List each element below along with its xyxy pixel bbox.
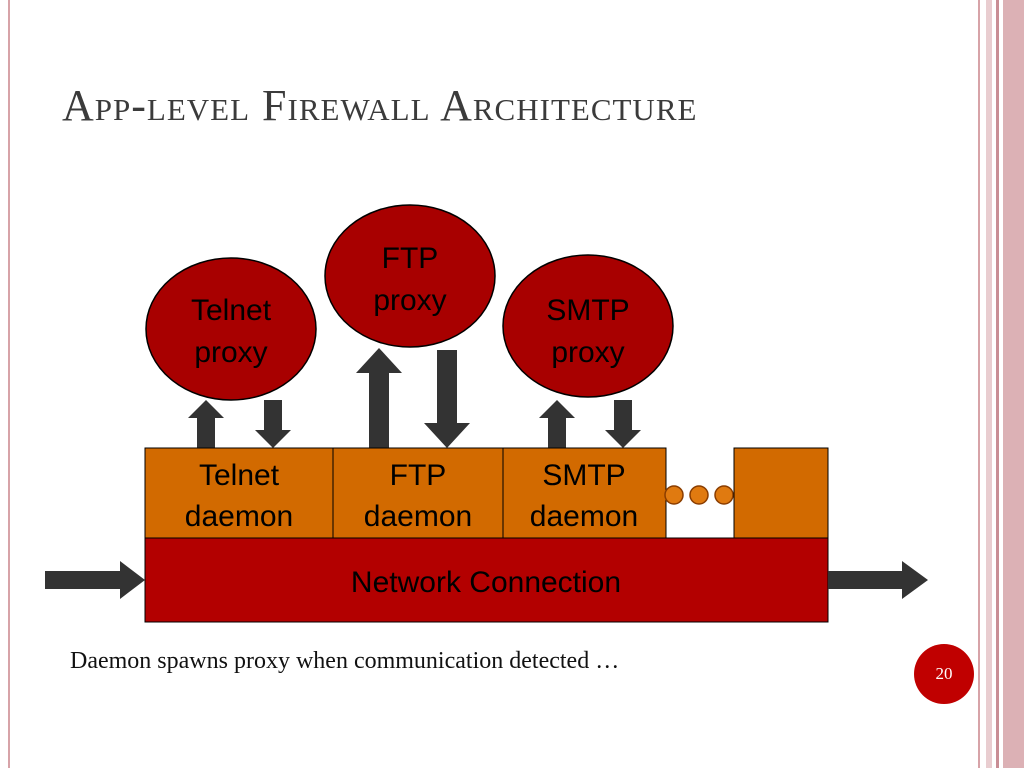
daemon-ftp: FTP daemon (332, 447, 504, 539)
proxy-telnet-label-line2: proxy (194, 336, 267, 369)
ellipsis-dot (689, 485, 709, 505)
smtp-up-arrow (539, 400, 575, 448)
network-input-arrow (45, 561, 145, 599)
telnet-up-arrow (188, 400, 224, 448)
left-decorative-rule (8, 0, 10, 768)
right-decorative-band-1 (978, 0, 980, 768)
proxy-smtp-label-line1: SMTP (546, 294, 629, 327)
proxy-telnet: Telnet proxy (145, 257, 317, 401)
daemon-telnet: Telnet daemon (144, 447, 334, 539)
daemon-smtp: SMTP daemon (502, 447, 667, 539)
ftp-up-arrow (356, 348, 402, 448)
slide-caption: Daemon spawns proxy when communication d… (70, 648, 620, 674)
page-number-badge: 20 (914, 644, 974, 704)
slide-title: App-level Firewall Architecture (62, 81, 698, 130)
daemon-telnet-label-line2: daemon (185, 500, 293, 533)
ftp-down-arrow (424, 350, 470, 448)
proxy-telnet-label-line1: Telnet (191, 294, 272, 327)
smtp-down-arrow (605, 400, 641, 448)
ellipsis-dot (714, 485, 734, 505)
page-number: 20 (935, 664, 953, 683)
network-output-arrow (828, 561, 928, 599)
right-decorative-band-4 (1003, 0, 1024, 768)
network-connection-label: Network Connection (351, 566, 621, 599)
daemon-telnet-label-line1: Telnet (199, 459, 280, 492)
daemon-smtp-label-line2: daemon (530, 500, 638, 533)
proxy-ftp-label-line1: FTP (382, 242, 439, 275)
daemon-empty (733, 447, 829, 539)
proxy-smtp-label-line2: proxy (551, 336, 624, 369)
daemon-smtp-label-line1: SMTP (542, 459, 625, 492)
ellipsis-dot (664, 485, 684, 505)
right-decorative-band-2 (986, 0, 992, 768)
daemon-ftp-label-line1: FTP (390, 459, 447, 492)
right-decorative-band-3 (996, 0, 999, 768)
daemon-ftp-label-line2: daemon (364, 500, 472, 533)
proxy-smtp: SMTP proxy (502, 254, 674, 398)
network-connection: Network Connection (144, 537, 829, 623)
proxy-ftp: FTP proxy (324, 204, 496, 348)
proxy-ftp-label-line2: proxy (373, 284, 446, 317)
telnet-down-arrow (255, 400, 291, 448)
